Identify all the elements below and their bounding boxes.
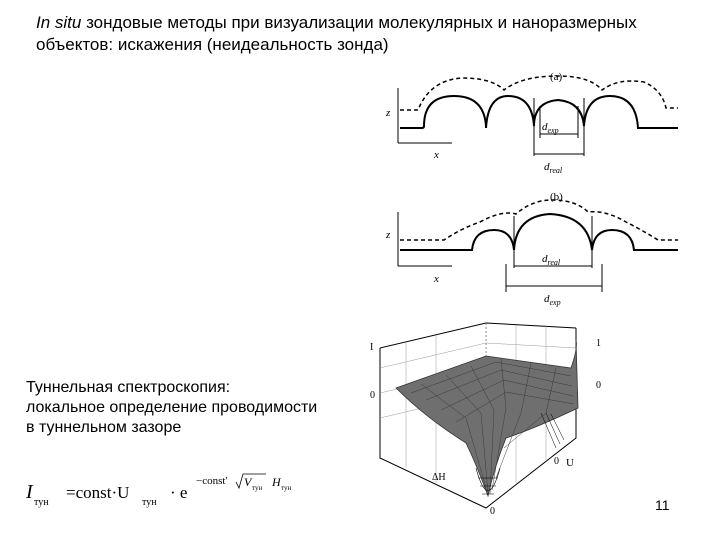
tunneling-3d-plot: I 0 1 0 0 U ΔH 0: [370, 322, 601, 517]
figure-a-probe-distortion: (a) z x dexp dreal: [385, 71, 678, 175]
plot-spike-hatch: [478, 412, 565, 495]
plot-zero-left: 0: [370, 390, 375, 401]
caption-line-3: в туннельном зазоре: [26, 419, 182, 436]
figure-b-z-label: z: [385, 229, 391, 241]
figure-b-dexp-label: dexp: [544, 293, 561, 307]
figure-a-dreal-sub: real: [550, 166, 563, 175]
formula-sub-tun: тун: [34, 497, 49, 508]
figure-a-dexp-sub: exp: [548, 126, 559, 135]
figure-b-dexp-d: d: [544, 293, 550, 305]
formula-sub-tun2: тун: [142, 497, 157, 508]
plot-zero-right: 0: [596, 380, 601, 391]
plot-axis-i: I: [370, 342, 373, 353]
figure-a-dreal-d: d: [544, 161, 550, 173]
figure-b-probe-distortion: (b) z x dreal dexp: [385, 191, 678, 307]
slide-title: In situ зондовые методы при визуализации…: [36, 12, 676, 56]
plot-axis-dh: ΔH: [432, 472, 446, 483]
tunneling-formula: I тун =const·U тун · e −const′ V тун H т…: [26, 473, 291, 508]
figure-a-dexp-d: d: [542, 121, 548, 133]
plot-frame-top: [379, 322, 577, 349]
figure-b-dreal-sub: real: [548, 258, 561, 267]
plot-surface-mesh: [410, 358, 575, 495]
figure-b-dreal-label: dreal: [542, 253, 561, 267]
formula-sub-tun3: тун: [252, 484, 262, 492]
title-text: зондовые методы при визуализации молекул…: [36, 13, 637, 54]
title-italic: In situ: [36, 13, 82, 32]
figure-a-surface-profile: [400, 94, 678, 129]
figure-a-dexp-label: dexp: [542, 121, 559, 135]
figure-b-surface-profile: [400, 212, 678, 251]
formula-dot-e: · e: [170, 483, 187, 502]
plot-surface: [395, 339, 579, 498]
figure-b-x-label: x: [433, 273, 439, 285]
caption-line-2: локальное определение проводимости: [26, 399, 318, 416]
plot-one-right: 1: [596, 338, 601, 349]
figure-b-image-profile: [400, 199, 678, 241]
formula-eq: =const·U: [66, 483, 129, 502]
page-number: 11: [655, 497, 670, 513]
figure-a-z-label: z: [385, 107, 391, 119]
caption-line-1: Туннельная спектроскопия:: [26, 379, 231, 396]
plot-spike: [475, 467, 501, 491]
plot-axis-u: U: [566, 457, 574, 469]
formula-sub-tun4: тун: [281, 484, 291, 492]
formula-v: V: [244, 475, 253, 489]
figure-b-dreal-d: d: [542, 253, 548, 265]
plot-zero-bottom: 0: [490, 506, 495, 517]
formula-i: I: [26, 481, 34, 503]
figure-a-label: (a): [550, 71, 563, 83]
figure-b-dexp-sub: exp: [550, 298, 561, 307]
figure-a-dreal-label: dreal: [544, 161, 563, 175]
tunneling-spectroscopy-caption: Туннельная спектроскопия: локальное опре…: [26, 378, 366, 438]
formula-h: H: [271, 475, 282, 489]
formula-exponent: −const′: [196, 475, 228, 487]
plot-zero-mid: 0: [554, 456, 559, 467]
figure-a-x-label: x: [433, 149, 439, 161]
formula-sqrt: [235, 473, 266, 490]
figure-a-image-profile: [400, 75, 678, 111]
